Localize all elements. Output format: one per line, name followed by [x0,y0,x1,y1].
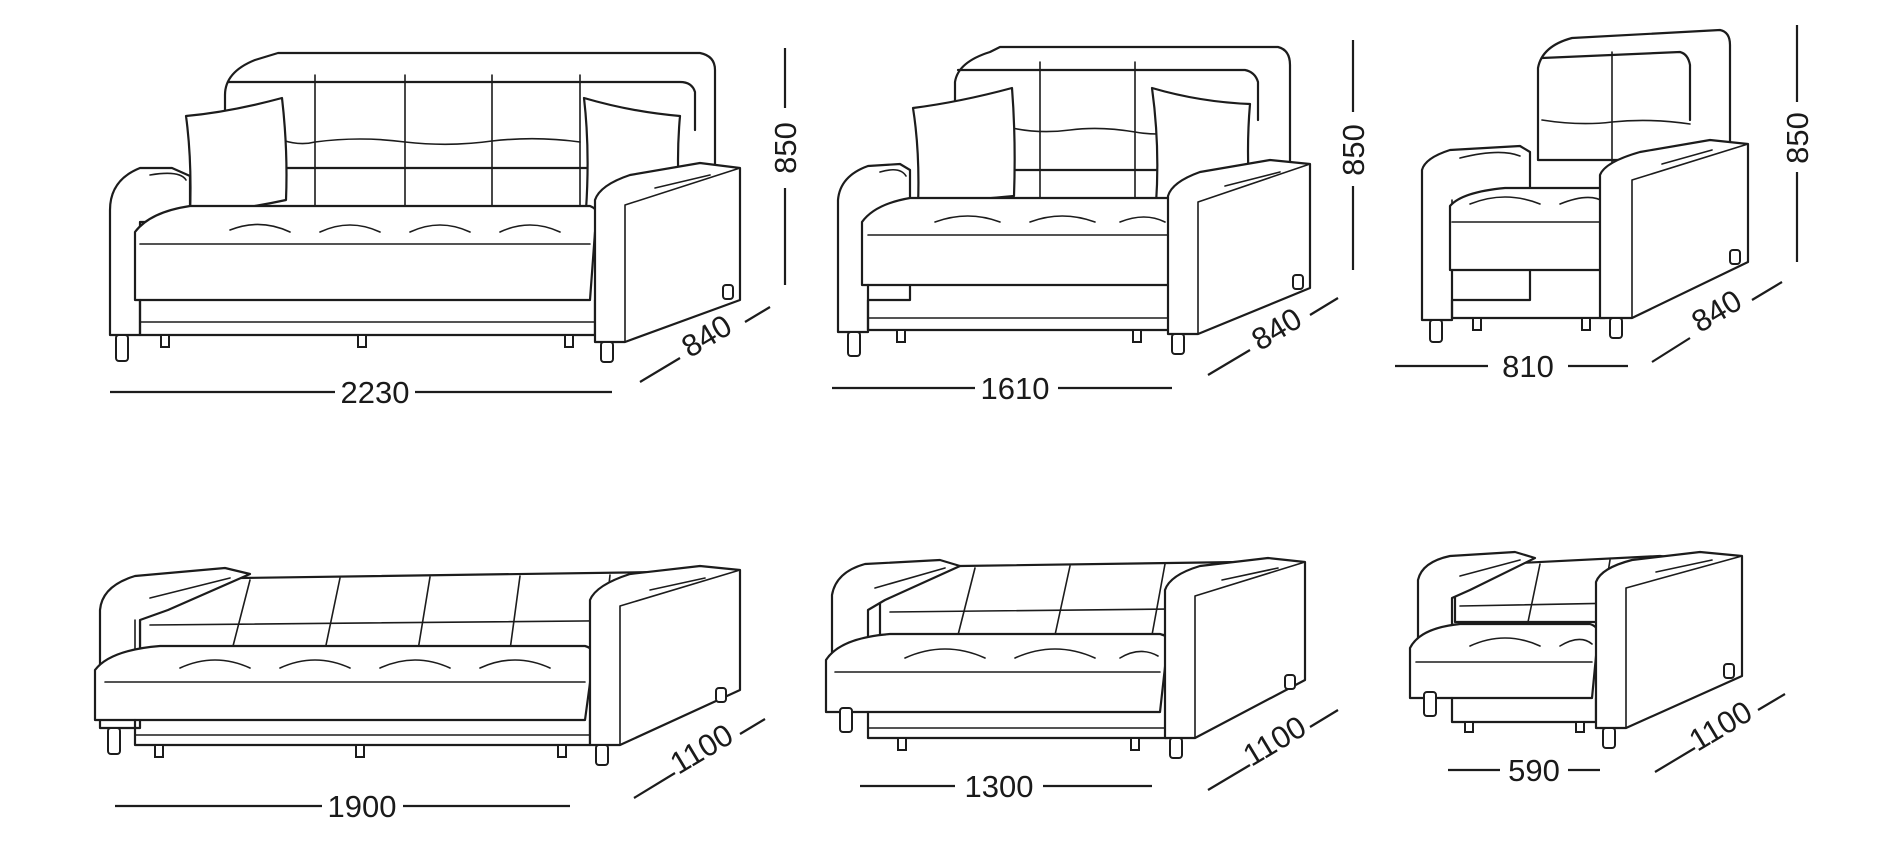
sofa-medium-drawing [836,45,1312,357]
bed-large-sleep-width: 1900 [328,789,397,824]
bed-single-depth: 1100 [1683,694,1758,758]
bed-medium-sleep-width: 1300 [965,769,1034,804]
bed-single-sleep-width: 590 [1508,753,1560,788]
sofa-large-width: 2230 [341,375,410,410]
bed-large-depth: 1100 [664,717,739,781]
armchair-drawing [1420,28,1750,343]
bed-single-drawing [1408,550,1744,749]
sofa-large-drawing [108,51,742,363]
bed-large-drawing [93,564,742,766]
bed-medium-depth: 1100 [1237,709,1312,773]
armchair-width: 810 [1502,349,1554,384]
sofa-medium-width: 1610 [981,371,1050,406]
bed-large-dimensions: 1900 1100 [115,717,766,824]
armchair-depth: 840 [1685,283,1747,340]
armchair-height: 850 [1780,112,1815,164]
sofa-large-height: 850 [768,122,803,174]
bed-medium-drawing [824,556,1307,759]
bed-medium-dimensions: 1300 1100 [860,709,1339,804]
sofa-medium-height: 850 [1336,124,1371,176]
